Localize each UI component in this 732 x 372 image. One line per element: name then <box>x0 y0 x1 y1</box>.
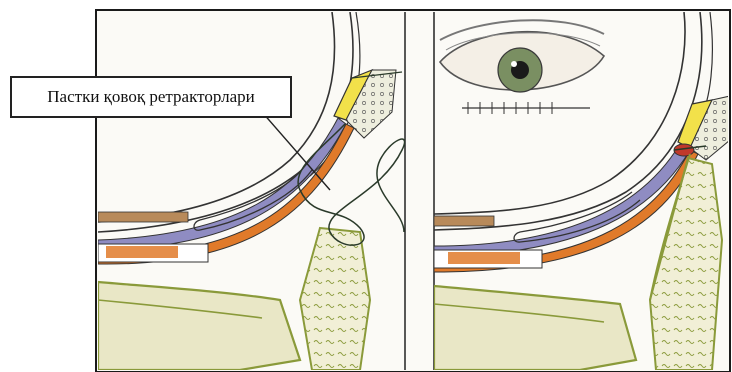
orbital-fat <box>98 212 188 222</box>
inferior-muscle-r <box>448 252 520 264</box>
callout-label: Пастки қовоқ ретракторлари <box>10 76 292 118</box>
inferior-muscle <box>106 246 178 258</box>
callout-text: Пастки қовоқ ретракторлари <box>47 87 254 107</box>
orbital-fat-r <box>434 216 494 226</box>
